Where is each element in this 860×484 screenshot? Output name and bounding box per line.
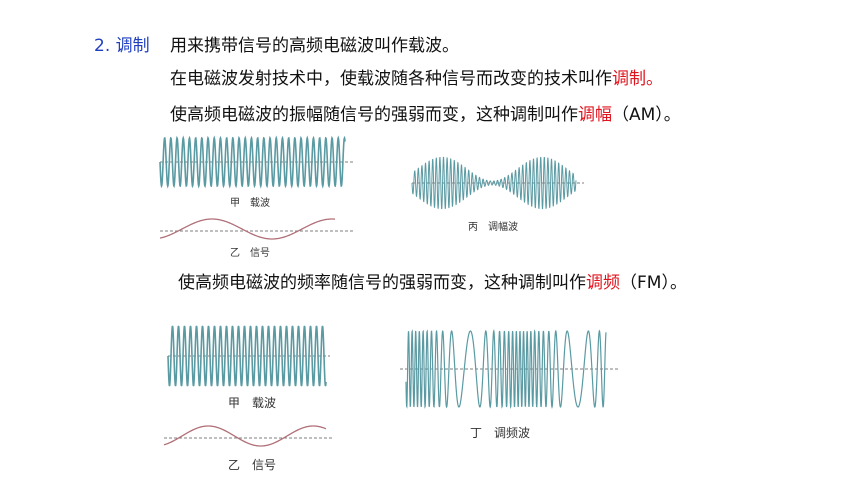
- fm-signal-trace: [163, 425, 327, 447]
- fm-carrier-caption: 甲 载波: [228, 396, 277, 410]
- fm-wave-caption: 丁 调频波: [470, 426, 531, 440]
- fm-carrier-wave-figure: [167, 325, 330, 387]
- fm-suffix: （FM）。: [620, 273, 687, 293]
- am-carrier-wave-figure: [159, 135, 355, 189]
- fm-carrier-trace: [167, 325, 327, 387]
- am-modulated-wave-figure: [411, 156, 584, 210]
- fm-wave-trace: [405, 329, 607, 410]
- fm-signal-wave-figure: [163, 425, 334, 447]
- am-text: 使高频电磁波的振幅随信号的强弱而变，这种调制叫作: [170, 105, 578, 125]
- fm-paragraph: 使高频电磁波的频率随信号的强弱而变，这种调制叫作调频（FM）。: [178, 272, 687, 294]
- carrier-definition: 用来携带信号的高频电磁波叫作载波。: [170, 36, 459, 56]
- fm-term: 调频: [586, 273, 620, 293]
- am-signal-caption: 乙 信号: [230, 248, 270, 259]
- section-number: 2. 调制: [94, 36, 150, 56]
- am-signal-wave-figure: [159, 218, 355, 240]
- fm-text: 使高频电磁波的频率随信号的强弱而变，这种调制叫作: [178, 273, 586, 293]
- fm-signal-caption: 乙 信号: [228, 458, 277, 472]
- am-signal-trace: [159, 218, 336, 240]
- am-suffix: （AM）。: [612, 105, 681, 125]
- am-wave-trace: [411, 156, 577, 210]
- modulation-term: 调制。: [612, 69, 663, 89]
- am-term: 调幅: [578, 105, 612, 125]
- am-wave-caption: 丙 调幅波: [468, 222, 518, 233]
- am-carrier-trace: [159, 135, 346, 189]
- fm-modulated-wave-figure: [400, 329, 620, 410]
- am-carrier-caption: 甲 载波: [230, 198, 270, 209]
- modulation-paragraph: 在电磁波发射技术中，使载波随各种信号而改变的技术叫作调制。: [170, 68, 663, 90]
- modulation-text: 在电磁波发射技术中，使载波随各种信号而改变的技术叫作: [170, 69, 612, 89]
- am-paragraph: 使高频电磁波的振幅随信号的强弱而变，这种调制叫作调幅（AM）。: [170, 104, 681, 126]
